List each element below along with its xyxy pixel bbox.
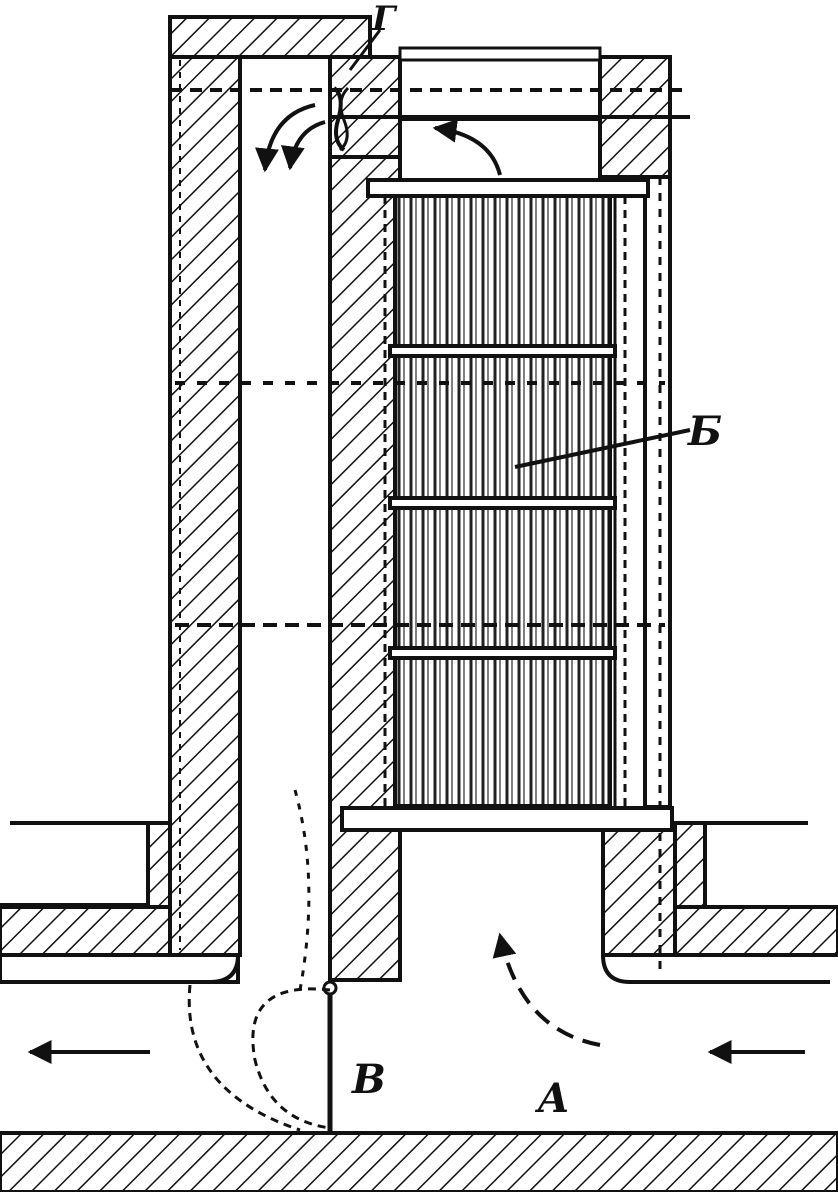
label-b: Б xyxy=(687,408,722,455)
flow-arrow-up-icon xyxy=(492,932,601,1047)
flow-arrow-top-icon xyxy=(432,118,502,176)
center-wall xyxy=(328,55,402,982)
flow-arrow-down-left-icon xyxy=(255,103,316,173)
leader-line-b xyxy=(514,428,691,469)
tie-lines xyxy=(175,60,665,950)
fan-blade xyxy=(332,86,350,152)
flow-arrows xyxy=(27,103,805,1064)
label-a: A xyxy=(534,1075,569,1122)
ground-slab xyxy=(0,1131,838,1192)
radiator-core xyxy=(340,178,674,832)
top-housing xyxy=(170,46,690,121)
left-foundation xyxy=(0,821,240,984)
left-shaft-wall xyxy=(168,15,372,984)
damper-flap xyxy=(187,789,338,1133)
flow-arrow-down-right-icon xyxy=(280,120,326,171)
label-v: В xyxy=(351,1056,386,1103)
label-g: Г xyxy=(371,0,398,39)
right-foundation xyxy=(601,821,838,984)
leader-line-g xyxy=(348,29,382,71)
